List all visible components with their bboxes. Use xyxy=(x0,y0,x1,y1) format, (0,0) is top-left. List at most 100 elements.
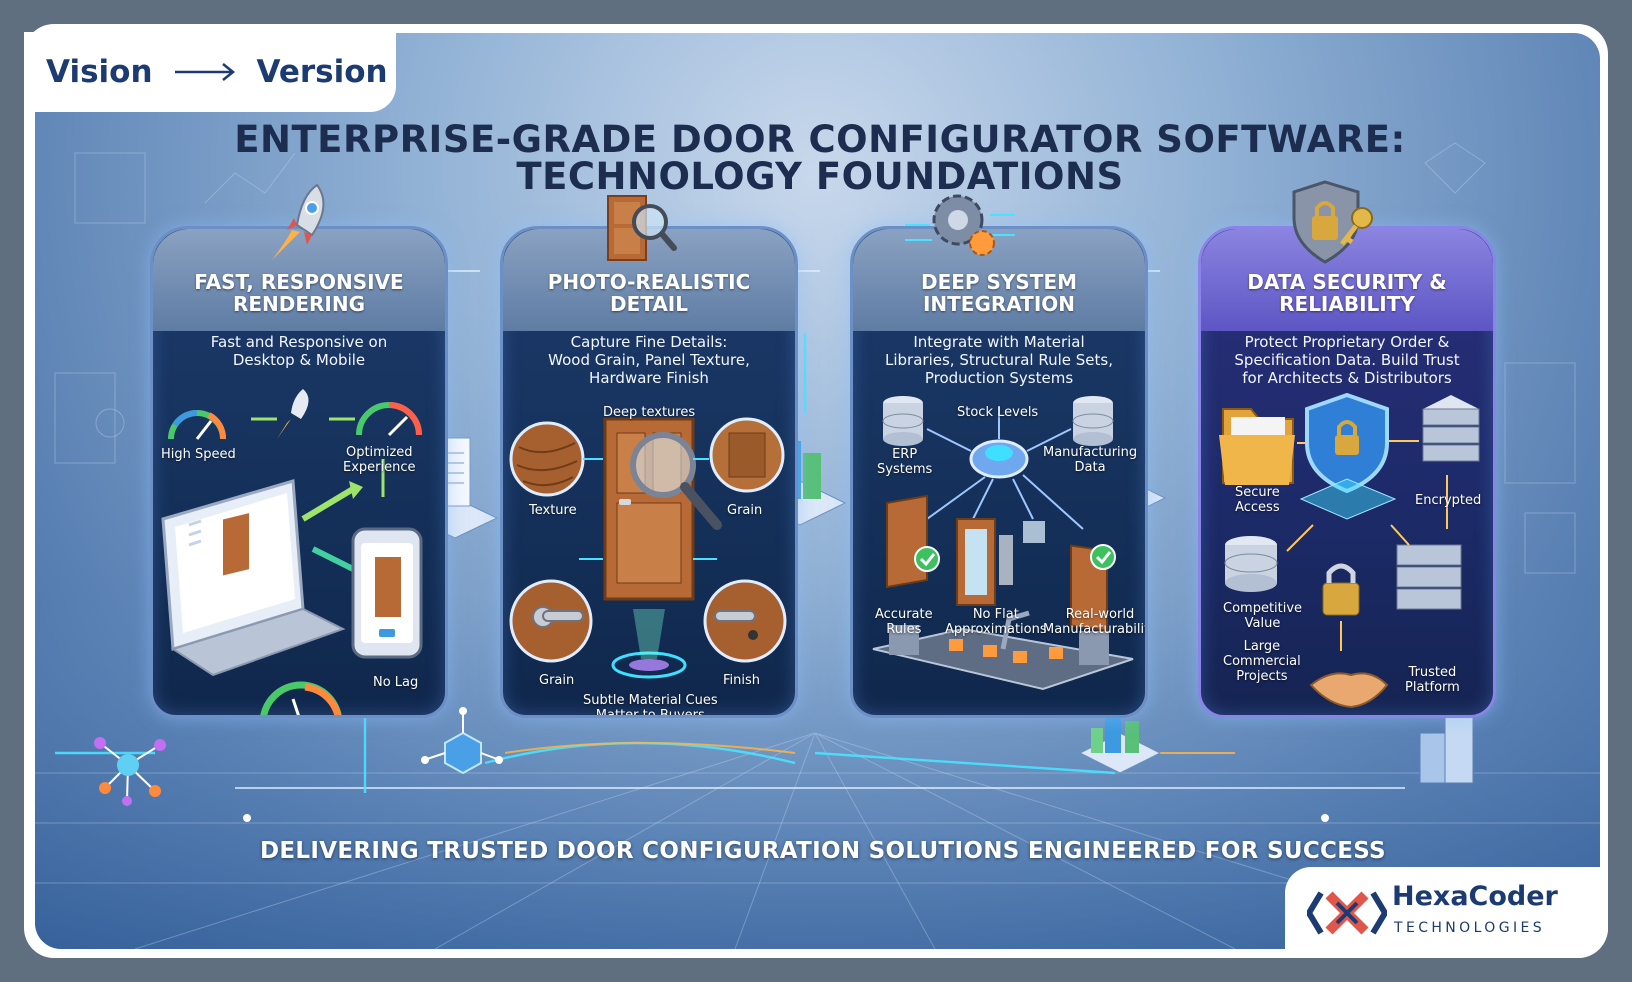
phone-icon xyxy=(351,527,423,659)
description-line: Integrate with Material xyxy=(913,333,1085,351)
magnifier-icon xyxy=(630,432,722,530)
label-no-lag: No Lag xyxy=(373,675,419,690)
panel-title-line2: DETAIL xyxy=(609,292,688,316)
door-check-icon-left xyxy=(886,494,940,589)
door-handle-icon-right xyxy=(703,579,787,663)
logo-name: HexaCoder xyxy=(1392,881,1558,912)
label-stock-levels: Stock Levels xyxy=(957,405,1039,420)
description-line: Production Systems xyxy=(924,369,1074,387)
database-disk-icon xyxy=(1224,536,1278,592)
label-line: Real-world xyxy=(1065,607,1135,622)
description-line: Libraries, Structural Rule Sets, xyxy=(885,351,1113,369)
label-encrypted: Encrypted xyxy=(1415,493,1482,508)
panel1-illustration xyxy=(161,389,423,715)
database-icon-left xyxy=(882,396,924,446)
label-line: Value xyxy=(1244,616,1281,631)
label-material-cues: Subtle Material Cues Matter to Buyers xyxy=(583,693,718,715)
small-rocket-icon xyxy=(277,389,309,439)
panel-description: Protect Proprietary Order & Specificatio… xyxy=(1211,333,1483,387)
handshake-icon xyxy=(1309,672,1389,709)
label-line: Experience xyxy=(343,460,416,475)
label-erp: ERP Systems xyxy=(877,447,932,477)
label-line: Approximations xyxy=(945,622,1047,637)
label-manufacturing: Manufacturing Data xyxy=(1043,445,1137,475)
hub-icon xyxy=(969,439,1029,479)
main-title-line2: TECHNOLOGY FOUNDATIONS xyxy=(516,155,1124,198)
description-line: for Architects & Distributors xyxy=(1242,369,1452,387)
door-check-icon-right xyxy=(1070,544,1116,632)
panel2-illustration xyxy=(509,417,787,679)
description-line: Desktop & Mobile xyxy=(232,351,366,369)
label-trusted-platform: Trusted Platform xyxy=(1405,665,1460,695)
label-line: Data xyxy=(1074,460,1106,475)
panel-title-line2: RENDERING xyxy=(232,292,366,316)
panel-description: Capture Fine Details: Wood Grain, Panel … xyxy=(513,333,785,387)
shield-lock-icon xyxy=(1299,392,1397,520)
padlock-icon xyxy=(1322,563,1360,616)
label-line: Systems xyxy=(877,462,933,477)
label-competitive-value: Competitive Value xyxy=(1223,601,1302,631)
label-line: Manufacturability xyxy=(1043,622,1148,637)
magnifier-door-icon xyxy=(607,195,677,261)
label-optimized: Optimized Experience xyxy=(343,445,416,475)
panel-description: Fast and Responsive on Desktop & Mobile xyxy=(163,333,435,369)
label-line: Competitive xyxy=(1223,601,1303,616)
panel-description: Integrate with Material Libraries, Struc… xyxy=(863,333,1135,387)
label-line: Optimized xyxy=(345,445,413,460)
server-icon xyxy=(1422,395,1480,462)
folder-icon xyxy=(1219,408,1295,485)
description-line: Fast and Responsive on xyxy=(210,333,388,351)
panel-title-line1: DEEP SYSTEM xyxy=(920,270,1078,294)
description-line: Specification Data. Build Trust xyxy=(1234,351,1460,369)
wood-texture-icon xyxy=(509,421,585,497)
label-large-commercial: Large Commercial Projects xyxy=(1223,639,1301,684)
panel-data-security: DATA SECURITY &RELIABILITY Protect Propr… xyxy=(1198,226,1496,718)
buildings-icon xyxy=(1419,712,1474,784)
label-line: Projects xyxy=(1236,669,1288,684)
panel3-illustration xyxy=(872,396,1134,691)
network-node-icon xyxy=(94,737,166,806)
label-grain-top: Grain xyxy=(727,503,763,518)
speedometer-icon-left xyxy=(168,409,226,440)
label-deep-textures: Deep textures xyxy=(603,405,696,420)
gears-icon xyxy=(905,194,1015,256)
panel-title-line1: PHOTO-REALISTIC xyxy=(547,270,751,294)
glass-door-icon xyxy=(956,518,1045,606)
panel-title-line1: DATA SECURITY & xyxy=(1247,270,1447,294)
label-line: Platform xyxy=(1405,680,1460,695)
speedometer-icon-bottom xyxy=(260,681,342,715)
label-line: Subtle Material Cues xyxy=(583,693,718,708)
speedometer-icon-right xyxy=(356,402,422,437)
company-logo: HexaCoder TECHNOLOGIES xyxy=(1285,867,1608,958)
panel-body: DATA SECURITY &RELIABILITY Protect Propr… xyxy=(1198,226,1496,718)
label-real-world: Real-world Manufacturability xyxy=(1043,607,1148,637)
label-line: Manufacturing xyxy=(1043,445,1138,460)
server-stack-icon xyxy=(1396,544,1462,610)
cube-node-icon xyxy=(421,707,503,775)
label-line: ERP xyxy=(892,447,918,462)
label-high-speed: High Speed xyxy=(161,447,236,462)
label-line: Secure xyxy=(1235,485,1280,500)
long-arrow-right-icon xyxy=(174,63,235,81)
vision-label: Vision xyxy=(46,54,153,90)
label-texture: Texture xyxy=(529,503,577,518)
description-line: Wood Grain, Panel Texture, xyxy=(548,351,750,369)
glow-portal-icon xyxy=(611,609,687,679)
label-secure-access: Secure Access xyxy=(1235,485,1280,515)
label-line: Access xyxy=(1235,500,1280,515)
label-line: Large xyxy=(1243,639,1281,654)
panel-title-line2: INTEGRATION xyxy=(922,292,1076,316)
city-platform-icon xyxy=(1078,708,1162,774)
label-finish: Finish xyxy=(723,673,761,688)
label-grain-bottom: Grain xyxy=(539,673,575,688)
door-handle-icon-left xyxy=(509,579,593,663)
label-line: No Flat xyxy=(972,607,1019,622)
panel-title-line1: FAST, RESPONSIVE xyxy=(194,270,404,294)
